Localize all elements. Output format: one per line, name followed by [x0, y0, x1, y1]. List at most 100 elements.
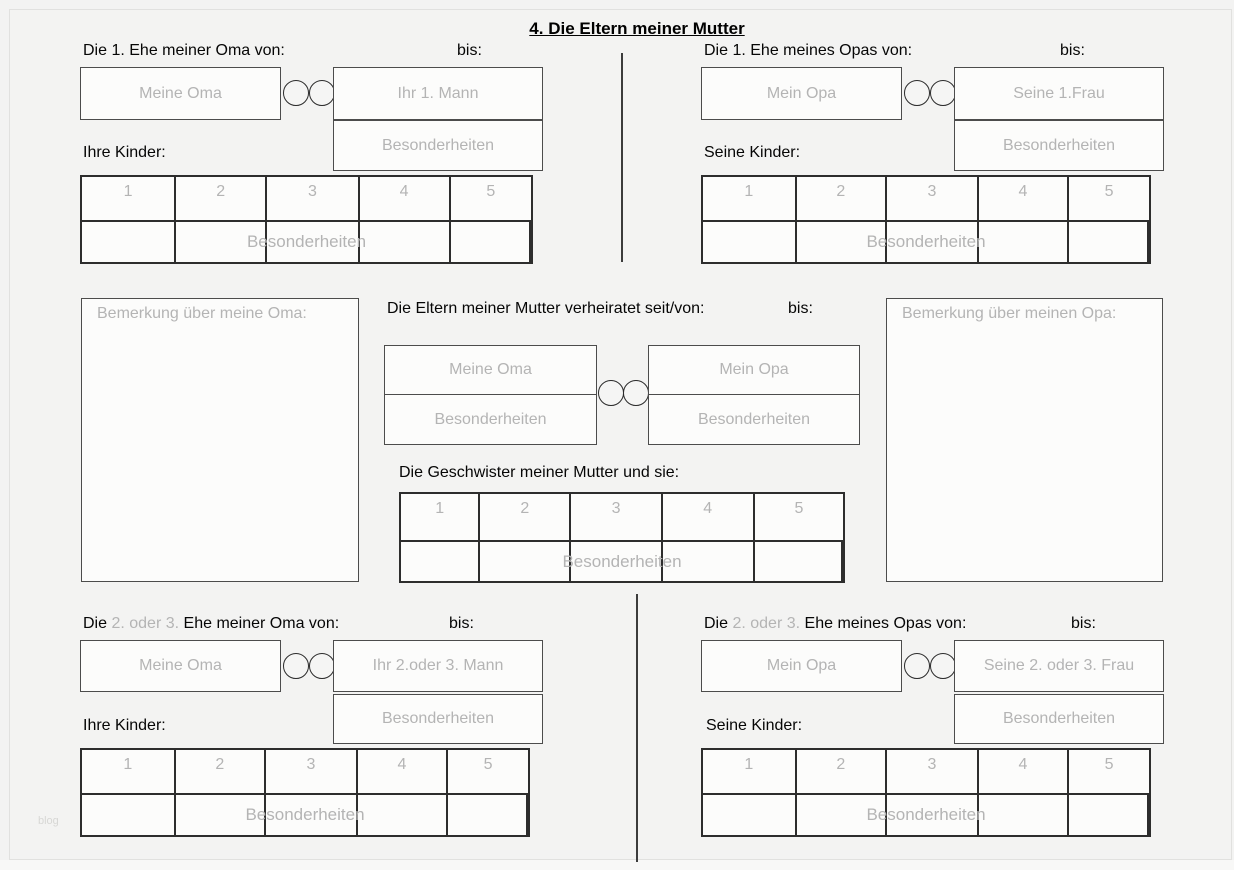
table-cell[interactable] [979, 795, 1070, 835]
first-husband-field[interactable]: Ihr 1. Mann [333, 67, 543, 120]
besonderheiten-field[interactable]: Besonderheiten [649, 395, 859, 444]
table-cell[interactable]: 2 [796, 177, 888, 222]
heading-text: Die [83, 615, 108, 632]
table-cell[interactable]: 2 [175, 750, 267, 795]
table-header-row: 1 2 3 4 5 [401, 494, 843, 542]
table-cell[interactable] [358, 795, 449, 835]
table-cell[interactable] [448, 795, 528, 835]
table-cell[interactable] [663, 542, 755, 581]
oma-notes-field[interactable]: Bemerkung über meine Oma: [81, 298, 359, 582]
table-cell[interactable]: 3 [267, 177, 360, 222]
later-wife-field[interactable]: Seine 2. oder 3. Frau [954, 640, 1164, 692]
children-label: Ihre Kinder: [83, 717, 166, 734]
table-cell[interactable] [887, 795, 979, 835]
table-cell[interactable]: 5 [450, 177, 531, 222]
heading-text: Die 1. Ehe meines Opas von: [704, 42, 913, 59]
table-cell[interactable] [755, 542, 843, 581]
table-cell[interactable]: 1 [82, 177, 177, 222]
besonderheiten-field[interactable]: Besonderheiten [954, 694, 1164, 744]
table-cell[interactable] [703, 795, 797, 835]
table-cell[interactable] [979, 222, 1070, 262]
table-cell[interactable]: 3 [887, 177, 979, 222]
table-cell[interactable]: 1 [703, 177, 797, 222]
table-footer-row: Besonderheiten [82, 222, 531, 262]
siblings-label: Die Geschwister meiner Mutter und sie: [399, 464, 680, 481]
table-cell[interactable] [797, 795, 888, 835]
grandpa-couple-field[interactable]: Mein Opa Besonderheiten [648, 345, 860, 445]
table-cell[interactable]: 5 [448, 750, 528, 795]
table-cell[interactable]: 1 [82, 750, 176, 795]
children-table: 1 2 3 4 5 Besonderheiten [80, 175, 533, 264]
watermark-blog: blog [38, 815, 59, 827]
table-cell[interactable] [451, 222, 531, 262]
bis-label: bis: [788, 300, 813, 317]
table-cell[interactable]: 4 [359, 177, 451, 222]
first-wife-field[interactable]: Seine 1.Frau [954, 67, 1164, 120]
table-cell[interactable] [1069, 795, 1149, 835]
table-cell[interactable]: 4 [662, 494, 755, 542]
table-cell[interactable]: 3 [571, 494, 663, 542]
besonderheiten-field[interactable]: Besonderheiten [385, 395, 596, 444]
marriage-ring-icon [930, 653, 956, 679]
section-heading: Die 1. Ehe meiner Oma von: [83, 42, 285, 60]
marriage-ring-icon [930, 80, 956, 106]
field-placeholder: Besonderheiten [381, 136, 495, 154]
table-cell[interactable]: 3 [887, 750, 979, 795]
besonderheiten-field[interactable]: Besonderheiten [954, 120, 1164, 171]
table-cell[interactable] [401, 542, 481, 581]
field-placeholder: Bemerkung über meine Oma: [97, 305, 307, 322]
opa-notes-field[interactable]: Bemerkung über meinen Opa: [886, 298, 1163, 582]
bis-label: bis: [1060, 42, 1085, 59]
marriage-ring-icon [283, 80, 309, 106]
grandma-couple-field[interactable]: Meine Oma Besonderheiten [384, 345, 597, 445]
table-cell[interactable]: 5 [754, 494, 843, 542]
table-cell[interactable]: 4 [978, 750, 1070, 795]
table-cell[interactable] [480, 542, 572, 581]
field-placeholder: Ihr 2.oder 3. Mann [372, 657, 504, 674]
grandma-name-field[interactable]: Meine Oma [80, 640, 281, 692]
table-cell[interactable] [703, 222, 797, 262]
besonderheiten-field[interactable]: Besonderheiten [333, 120, 543, 171]
field-placeholder: Meine Oma [139, 657, 222, 674]
grandpa-name-field[interactable]: Mein Opa [701, 640, 902, 692]
grandpa-name-field[interactable]: Mein Opa [649, 346, 859, 395]
heading-text: Die [704, 615, 729, 632]
table-cell[interactable] [1069, 222, 1149, 262]
grandma-name-field[interactable]: Meine Oma [385, 346, 596, 395]
besonderheiten-field[interactable]: Besonderheiten [333, 694, 543, 744]
table-cell[interactable]: 2 [176, 177, 268, 222]
table-header-row: 1 2 3 4 5 [703, 177, 1149, 222]
grandma-name-field[interactable]: Meine Oma [80, 67, 281, 120]
table-cell[interactable] [176, 795, 267, 835]
marriage-ring-icon [283, 653, 309, 679]
table-cell[interactable]: 1 [703, 750, 797, 795]
table-cell[interactable] [797, 222, 888, 262]
table-cell[interactable]: 3 [266, 750, 358, 795]
table-cell[interactable] [360, 222, 451, 262]
marriage-ring-icon [904, 80, 930, 106]
table-cell[interactable]: 4 [357, 750, 449, 795]
section-opa-marriage-2-3: Die 2. oder 3. Ehe meines Opas von: bis:… [701, 615, 1166, 843]
table-cell[interactable] [176, 222, 268, 262]
marriage-ring-icon [623, 380, 649, 406]
table-cell[interactable] [266, 795, 358, 835]
table-cell[interactable]: 2 [480, 494, 572, 542]
table-cell[interactable] [267, 222, 360, 262]
grandpa-name-field[interactable]: Mein Opa [701, 67, 902, 120]
table-cell[interactable] [571, 542, 663, 581]
table-cell[interactable]: 2 [796, 750, 888, 795]
section-opa-marriage-1: Die 1. Ehe meines Opas von: bis: Mein Op… [701, 42, 1166, 270]
table-cell[interactable]: 1 [401, 494, 481, 542]
table-cell[interactable]: 5 [1069, 750, 1149, 795]
table-cell[interactable] [887, 222, 979, 262]
table-header-row: 1 2 3 4 5 [82, 177, 531, 222]
field-placeholder: Besonderheiten [381, 710, 495, 727]
marriage-ring-icon [904, 653, 930, 679]
later-husband-field[interactable]: Ihr 2.oder 3. Mann [333, 640, 543, 692]
table-cell[interactable] [82, 222, 177, 262]
table-cell[interactable]: 5 [1069, 177, 1149, 222]
field-placeholder: Mein Opa [719, 361, 789, 378]
table-cell[interactable]: 4 [978, 177, 1070, 222]
table-cell[interactable] [82, 795, 176, 835]
bis-label: bis: [1071, 615, 1096, 632]
